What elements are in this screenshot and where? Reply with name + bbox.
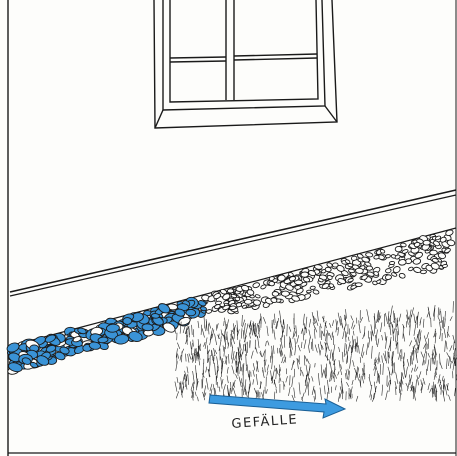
gravel-pebble: [355, 268, 363, 274]
gravel-pebble: [272, 291, 279, 296]
gravel-pebble: [186, 309, 196, 316]
gravel-pebble: [277, 275, 285, 282]
gravel-pebble: [301, 272, 309, 278]
gravel-pebble: [332, 263, 338, 268]
gravel-pebble: [123, 318, 132, 325]
gravel-pebble: [310, 286, 316, 290]
gravel-pebble: [365, 252, 373, 257]
gravel-pebble: [244, 299, 252, 304]
gravel-pebble: [366, 266, 372, 270]
gravel-pebble: [442, 264, 448, 268]
gravel-pebble: [395, 246, 402, 252]
gravel-pebble: [385, 254, 390, 258]
gravel-pebble: [98, 337, 109, 344]
gravel-pebble: [398, 259, 406, 265]
gravel-pebble: [281, 291, 289, 296]
gravel-pebble: [227, 289, 233, 293]
gravel-pebble: [389, 261, 395, 264]
gravel-pebble: [385, 268, 391, 273]
gravel-pebble: [325, 267, 331, 272]
gravel-pebble: [229, 306, 236, 310]
gravel-pebble: [348, 269, 354, 273]
gravel-pebble: [295, 285, 301, 289]
gravel-pebble: [269, 281, 275, 286]
gravel-pebble: [235, 297, 240, 301]
gravel-pebble: [307, 290, 312, 293]
gravel-pebble: [385, 274, 392, 279]
gravel-pebble: [151, 313, 160, 318]
gravel-pebble: [400, 243, 406, 248]
gravel-pebble: [420, 270, 426, 274]
gravel-pebble: [423, 240, 430, 245]
gravel-pebble: [351, 256, 357, 261]
